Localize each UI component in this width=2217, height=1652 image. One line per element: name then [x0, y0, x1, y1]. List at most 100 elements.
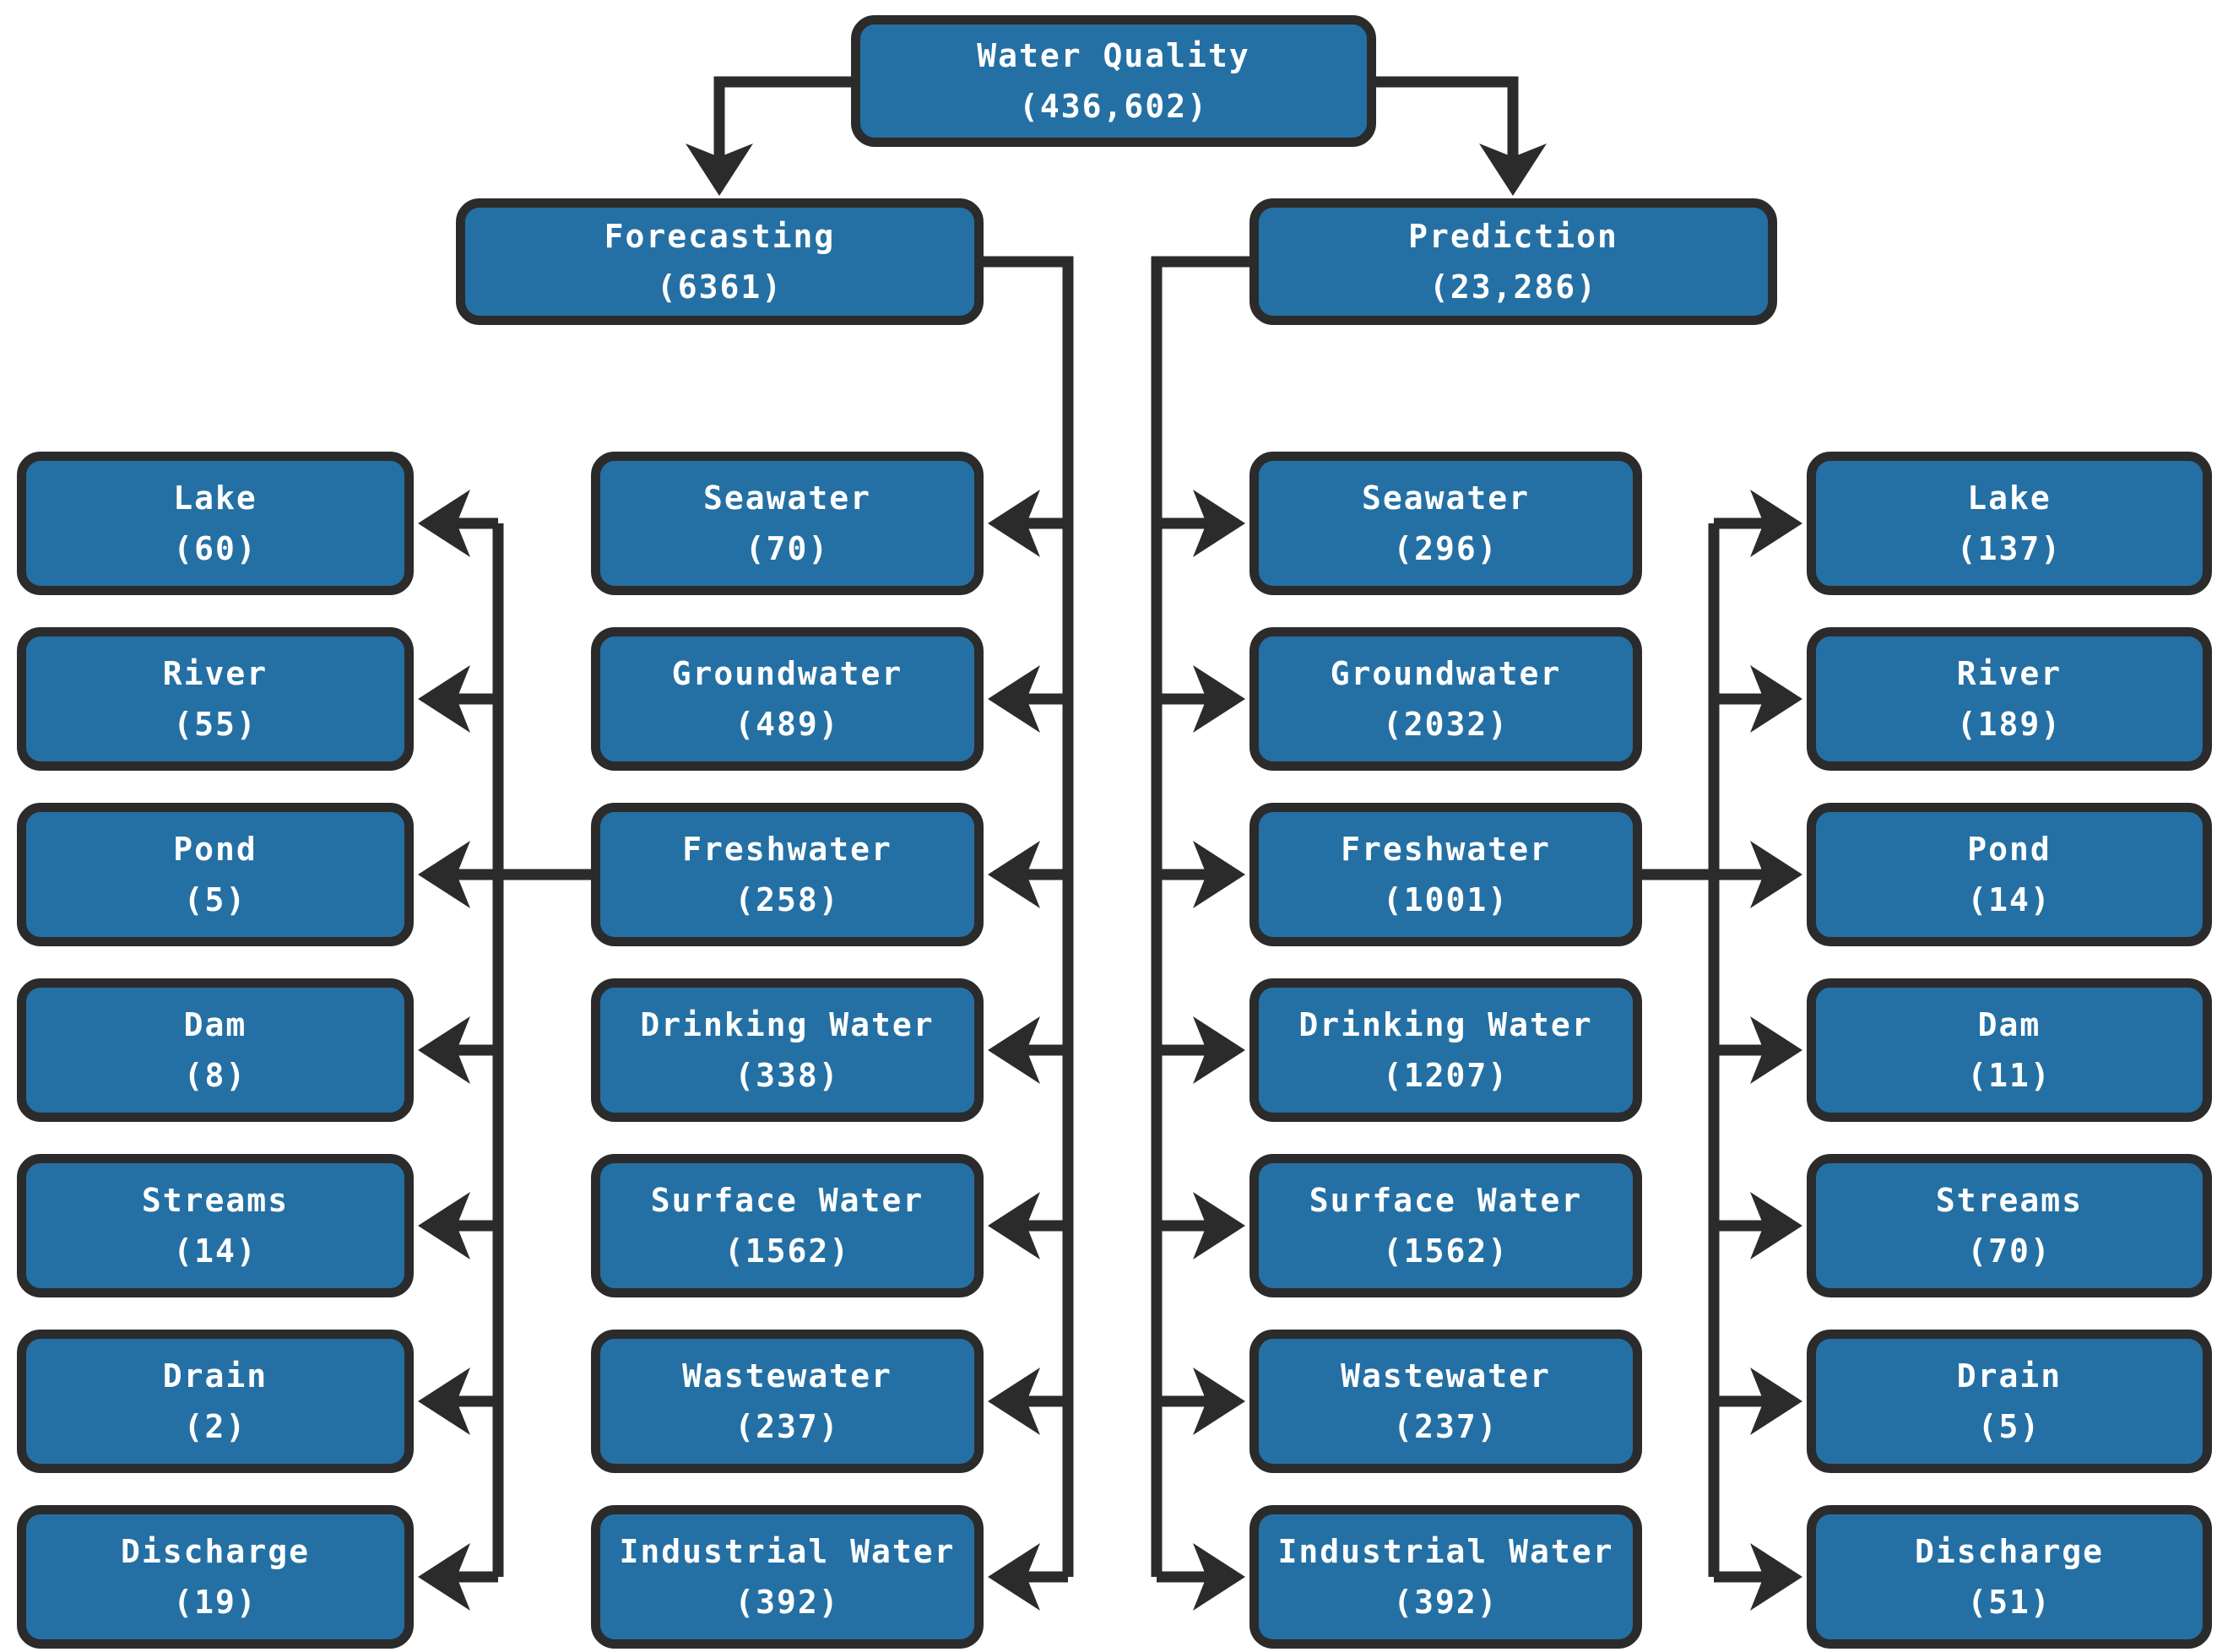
node-label: Discharge	[1915, 1532, 2104, 1570]
arrowhead-prediction-category-2-icon	[1193, 841, 1245, 908]
node-label: Surface Water	[1309, 1181, 1583, 1219]
prediction-category-industrial-water-box: Industrial Water (392)	[1249, 1505, 1642, 1649]
connector-forecasting-trunk	[984, 256, 1074, 1577]
node-count: (2032)	[1382, 706, 1510, 743]
node-count: (237)	[734, 1408, 840, 1445]
node-count: (137)	[1956, 530, 2063, 567]
prediction-child-lake-box: Lake(137)	[1807, 452, 2212, 595]
arrowhead-root-to-prediction-icon	[1479, 144, 1547, 196]
node-count: (1562)	[1382, 1232, 1510, 1270]
node-count: (60)	[173, 530, 257, 567]
node-label: Dam	[183, 1005, 247, 1043]
node-label: Groundwater	[671, 654, 903, 692]
forecasting-child-river-box: River (55)	[17, 627, 414, 771]
forecasting-child-pond-box: Pond (5)	[17, 803, 414, 946]
node-count: (237)	[1393, 1408, 1499, 1445]
arrowhead-prediction-child-1-icon	[1750, 665, 1802, 733]
arrowhead-forecasting-child-0-icon	[418, 490, 470, 557]
arrowhead-prediction-child-5-icon	[1750, 1368, 1802, 1435]
forecasting-box: Forecasting (6361)	[456, 198, 984, 325]
arrowhead-forecasting-category-2-icon	[988, 841, 1040, 908]
arrowhead-forecasting-category-4-icon	[988, 1192, 1040, 1259]
node-label: Dam	[1977, 1005, 2041, 1043]
node-count: (6361)	[656, 268, 783, 306]
node-label: Wastewater	[1341, 1357, 1551, 1395]
node-count: (1207)	[1382, 1057, 1510, 1094]
arrowhead-forecasting-category-1-icon	[988, 665, 1040, 733]
node-label: Drinking Water	[640, 1005, 935, 1043]
prediction-child-dam-box: Dam(11)	[1807, 978, 2212, 1122]
node-label: Lake	[173, 479, 257, 517]
node-label: Freshwater	[682, 830, 892, 868]
arrowhead-forecasting-child-3-icon	[418, 1016, 470, 1084]
arrowhead-prediction-child-4-icon	[1750, 1192, 1802, 1259]
node-count: (8)	[183, 1057, 247, 1094]
connector-root-to-prediction	[1376, 76, 1519, 159]
arrowhead-prediction-category-5-icon	[1193, 1368, 1245, 1435]
node-count: (436,602)	[1019, 88, 1208, 125]
forecasting-child-drain-box: Drain(2)	[17, 1330, 414, 1473]
node-label: Discharge	[121, 1532, 310, 1570]
node-label: Drain	[162, 1357, 268, 1395]
node-count: (14)	[173, 1232, 257, 1270]
prediction-category-wastewater-box: Wastewater (237)	[1249, 1330, 1642, 1473]
node-label: Seawater	[702, 479, 872, 517]
node-label: Groundwater	[1330, 654, 1562, 692]
node-count: (5)	[1977, 1408, 2041, 1445]
prediction-child-discharge-box: Discharge(51)	[1807, 1505, 2212, 1649]
arrowhead-forecasting-category-3-icon	[988, 1016, 1040, 1084]
node-label: Forecasting	[604, 217, 836, 255]
arrowhead-prediction-child-6-icon	[1750, 1543, 1802, 1611]
arrowhead-prediction-category-3-icon	[1193, 1016, 1245, 1084]
node-count: (70)	[1967, 1232, 2052, 1270]
forecasting-child-discharge-box: Discharge (19)	[17, 1505, 414, 1649]
node-count: (14)	[1967, 881, 2052, 918]
node-label: Prediction	[1408, 217, 1618, 255]
arrowhead-root-to-forecasting-icon	[686, 144, 753, 196]
node-label: Drinking Water	[1298, 1005, 1593, 1043]
node-count: (258)	[734, 881, 840, 918]
node-label: Pond	[173, 830, 257, 868]
prediction-child-drain-box: Drain (5)	[1807, 1330, 2212, 1473]
node-count: (19)	[173, 1584, 257, 1621]
node-label: River	[1956, 654, 2063, 692]
node-label: Freshwater	[1341, 830, 1551, 868]
prediction-category-surface-water-box: Surface Water (1562)	[1249, 1154, 1642, 1297]
prediction-child-river-box: River(189)	[1807, 627, 2212, 771]
node-count: (338)	[734, 1057, 840, 1094]
node-label: Industrial Water	[619, 1532, 956, 1570]
arrowhead-prediction-category-1-icon	[1193, 665, 1245, 733]
arrowhead-prediction-child-3-icon	[1750, 1016, 1802, 1084]
arrowhead-forecasting-child-4-icon	[418, 1192, 470, 1259]
node-count: (296)	[1393, 530, 1499, 567]
prediction-child-pond-box: Pond(14)	[1807, 803, 2212, 946]
node-count: (23,286)	[1428, 268, 1598, 306]
node-count: (55)	[173, 706, 257, 743]
node-count: (70)	[745, 530, 830, 567]
node-count: (489)	[734, 706, 840, 743]
node-label: Streams	[1935, 1181, 2084, 1219]
node-label: Drain	[1956, 1357, 2063, 1395]
forecasting-child-streams-box: Streams (14)	[17, 1154, 414, 1297]
forecasting-category-groundwater-box: Groundwater (489)	[591, 627, 984, 771]
node-count: (1562)	[724, 1232, 851, 1270]
connector-forecasting-freshwater-trunk	[492, 523, 591, 1577]
node-count: (1001)	[1382, 881, 1510, 918]
connector-root-to-forecasting	[713, 76, 851, 159]
forecasting-category-freshwater-box: Freshwater (258)	[591, 803, 984, 946]
arrowhead-prediction-child-2-icon	[1750, 841, 1802, 908]
arrowhead-forecasting-category-5-icon	[988, 1368, 1040, 1435]
node-count: (392)	[1393, 1584, 1499, 1621]
forecasting-child-lake-box: Lake (60)	[17, 452, 414, 595]
node-label: River	[162, 654, 268, 692]
water-quality-root-box: Water Quality (436,602)	[851, 15, 1376, 147]
prediction-category-freshwater-box: Freshwater (1001)	[1249, 803, 1642, 946]
node-count: (392)	[734, 1584, 840, 1621]
connector-prediction-trunk	[1151, 256, 1249, 1577]
forecasting-category-drinking-water-box: Drinking Water (338)	[591, 978, 984, 1122]
node-label: Industrial Water	[1277, 1532, 1614, 1570]
node-count: (5)	[183, 881, 247, 918]
prediction-child-streams-box: Streams (70)	[1807, 1154, 2212, 1297]
node-label: Streams	[141, 1181, 290, 1219]
